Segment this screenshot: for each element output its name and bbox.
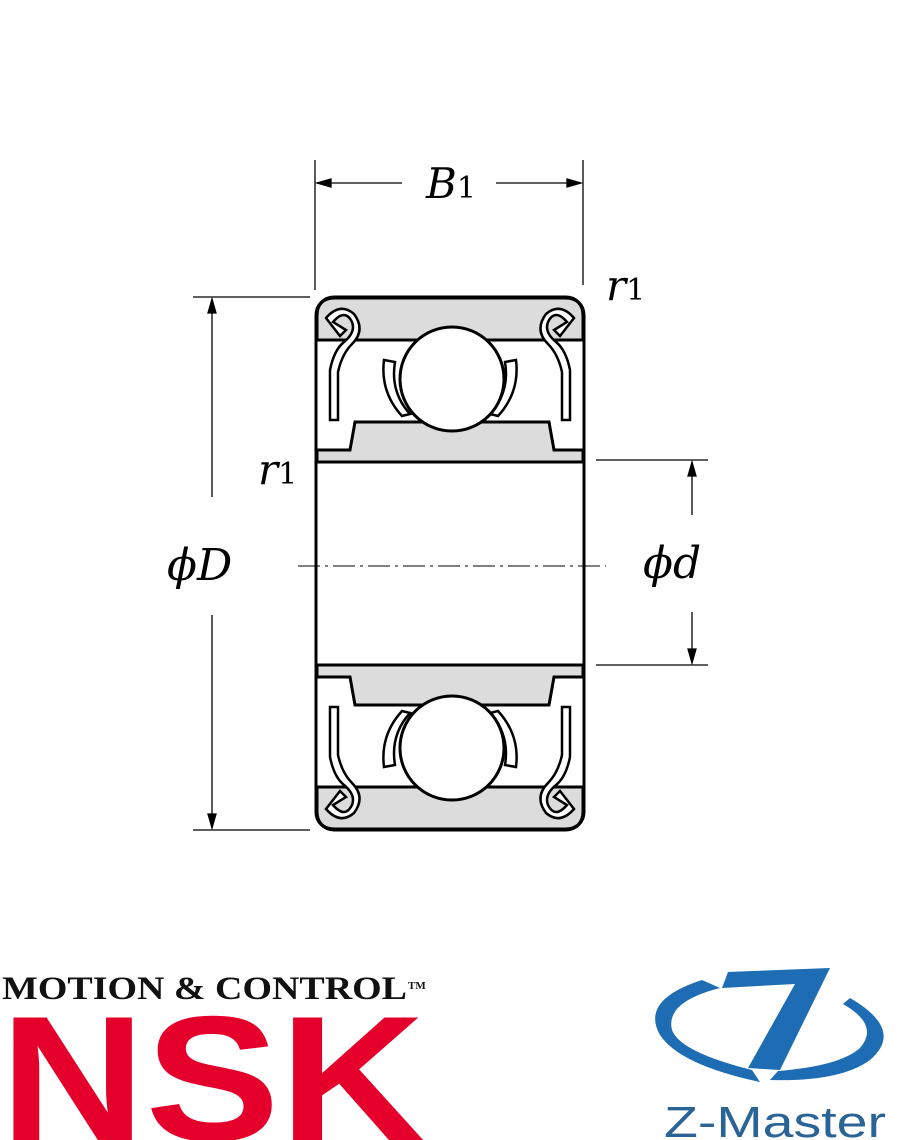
width-label: B1 [425, 159, 476, 208]
nsk-logo: MOTION & CONTROL TM NSK [0, 971, 426, 1140]
bearing-top-section [315, 296, 585, 464]
bore-diameter-label: ϕd [643, 538, 701, 589]
zmaster-logo: Z-Master [655, 968, 886, 1140]
chamfer-label-bore: r1 [258, 445, 297, 494]
svg-text:NSK: NSK [0, 979, 425, 1140]
bearing-bottom-section [315, 663, 585, 831]
outer-diameter-dimension [193, 296, 310, 831]
svg-text:Z-Master: Z-Master [664, 1098, 886, 1140]
svg-text:MOTION & CONTROL: MOTION & CONTROL [2, 971, 407, 1007]
width-dimension [314, 160, 584, 290]
outer-diameter-label: ϕD [167, 540, 232, 591]
bore-diameter-dimension [596, 459, 708, 666]
chamfer-label-top: r1 [606, 261, 645, 310]
svg-text:TM: TM [408, 980, 426, 992]
